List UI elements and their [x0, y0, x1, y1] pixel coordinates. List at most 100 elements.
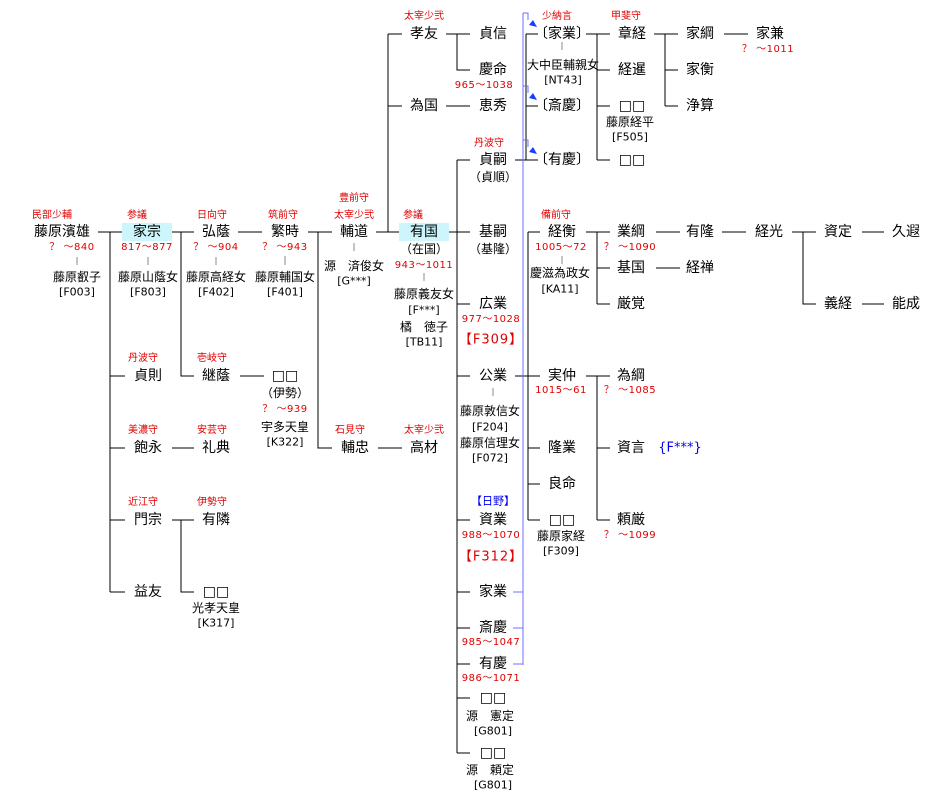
person-takatomo[interactable]: 孝友 — [410, 26, 438, 42]
person-title: 石見守 — [335, 425, 365, 436]
person-unknown[interactable]: □□ — [618, 98, 646, 114]
person-tsugukage[interactable]: 継蔭 — [202, 368, 230, 384]
person-masutomo[interactable]: 益友 — [134, 584, 162, 600]
spouse-code: [G***] — [337, 274, 371, 288]
person-arichika[interactable]: 有隣 — [202, 512, 230, 528]
person-yoshitsune[interactable]: 義経 — [824, 296, 852, 312]
person-ienari[interactable]: 〔家業〕 — [534, 26, 590, 42]
spouse-name: 藤原山蔭女 — [117, 270, 179, 284]
person-josan[interactable]: 浄算 — [686, 98, 714, 114]
person-unknown[interactable]: □□ — [479, 690, 507, 706]
person-keisen[interactable]: 経暹 — [618, 62, 646, 78]
person-unknown[interactable]: □□ — [548, 512, 576, 528]
person-sanenaka[interactable]: 実仲 — [548, 368, 576, 384]
person-ise[interactable]: □□ — [271, 368, 299, 384]
person-alias: （貞順） — [468, 170, 518, 184]
person-dates: 1015～61 — [535, 385, 587, 396]
person-title: 太宰少弐 — [404, 425, 444, 436]
person-dates: ？ ～840 — [49, 242, 95, 253]
person-yoshinari[interactable]: 能成 — [892, 296, 920, 312]
person-dates: ？ ～904 — [193, 242, 239, 253]
person-iekane[interactable]: 家兼 — [756, 26, 784, 42]
spouse-name: 源 憲定 — [465, 709, 515, 723]
person-dates: 1005～72 — [535, 242, 587, 253]
person-saikei-2[interactable]: 斎慶 — [479, 620, 507, 636]
person-kyuka[interactable]: 久遐 — [892, 224, 920, 240]
person-hirokage[interactable]: 弘蔭 — [202, 224, 230, 240]
spouse-code: [F***] — [408, 303, 440, 317]
person-takanari[interactable]: 隆業 — [548, 440, 576, 456]
person-title: 近江守 — [128, 497, 158, 508]
person-kinnari[interactable]: 公業 — [479, 368, 507, 384]
person-sukatada[interactable]: 輔忠 — [341, 440, 369, 456]
person-tamekuni[interactable]: 為国 — [410, 98, 438, 114]
person-sukenari[interactable]: 資業 — [479, 512, 507, 528]
person-unknown[interactable]: □□ — [202, 584, 230, 600]
person-aritaka[interactable]: 有隆 — [686, 224, 714, 240]
person-sukemichi[interactable]: 輔道 — [340, 224, 368, 240]
person-iehira[interactable]: 家衡 — [686, 62, 714, 78]
person-title: 豊前守 — [339, 193, 369, 204]
person-title: 伊勢守 — [197, 497, 227, 508]
person-dates: 988～1070 — [461, 530, 521, 541]
person-dates: ？ ～1085 — [603, 385, 657, 396]
person-arikuni[interactable]: 有国 — [399, 223, 449, 241]
person-genkaku[interactable]: 厳覚 — [617, 296, 645, 312]
person-ienari-2[interactable]: 家業 — [479, 584, 507, 600]
spouse-name: 藤原敦信女 — [459, 404, 521, 418]
person-code: 【F309】 — [458, 332, 524, 348]
person-hamao[interactable]: 藤原濱雄 — [34, 224, 90, 240]
person-raigen[interactable]: 頼厳 — [617, 512, 645, 528]
person-sadanobu[interactable]: 貞信 — [479, 26, 507, 42]
connector — [172, 231, 194, 377]
spouse-code: [F401] — [267, 285, 303, 299]
spouse-code: [G801] — [473, 778, 513, 792]
person-akinaga[interactable]: 飽永 — [134, 440, 162, 456]
cross-reference-arrow — [523, 12, 529, 147]
person-sadatsugu[interactable]: 貞嗣 — [479, 152, 507, 168]
spouse-name: 橘 徳子 — [399, 320, 449, 334]
person-title: 民部少輔 — [32, 210, 72, 221]
person-ukei-2[interactable]: 有慶 — [479, 656, 507, 672]
person-ryomyo[interactable]: 良命 — [548, 476, 576, 492]
person-motokuni[interactable]: 基国 — [617, 260, 645, 276]
person-noritsune[interactable]: 礼典 — [202, 440, 230, 456]
person-tsunehira[interactable]: 経衡 — [548, 224, 576, 240]
spouse-code: [F072] — [472, 451, 508, 465]
spouse-name: 大中臣輔親女 — [526, 58, 600, 72]
person-sukesada[interactable]: 資定 — [824, 224, 852, 240]
person-tsunemitsu[interactable]: 経光 — [755, 224, 783, 240]
connector — [515, 33, 538, 161]
person-takaki[interactable]: 高材 — [410, 440, 438, 456]
person-unknown[interactable]: □□ — [618, 152, 646, 168]
connector — [172, 375, 402, 593]
connector — [586, 33, 610, 161]
person-sadanori[interactable]: 貞則 — [134, 368, 162, 384]
person-dates: 986～1071 — [461, 673, 521, 684]
person-dates: 943～1011 — [394, 260, 454, 271]
person-akitsune[interactable]: 章経 — [618, 26, 646, 42]
person-dates: ？ ～1090 — [603, 242, 657, 253]
spouse-name: 源 済俊女 — [323, 259, 385, 273]
person-mototsugu[interactable]: 基嗣 — [479, 224, 507, 240]
person-keizen[interactable]: 経禅 — [686, 260, 714, 276]
person-sukekoto[interactable]: 資言 — [617, 440, 645, 456]
person-iemune[interactable]: 家宗 — [122, 223, 172, 241]
person-ukei[interactable]: 〔有慶〕 — [534, 152, 590, 168]
person-tametsuna[interactable]: 為綱 — [617, 368, 645, 384]
person-title: 甲斐守 — [611, 11, 641, 22]
person-title: 参議 — [127, 210, 147, 221]
connector — [515, 231, 540, 521]
person-keimyo[interactable]: 慶命 — [479, 62, 507, 78]
person-kadomune[interactable]: 門宗 — [134, 512, 162, 528]
person-keishu[interactable]: 恵秀 — [479, 98, 507, 114]
person-shigetoki[interactable]: 繁時 — [271, 224, 299, 240]
person-unknown[interactable]: □□ — [479, 745, 507, 761]
spouse-code: [F309] — [543, 544, 579, 558]
person-naritsuna[interactable]: 業綱 — [617, 224, 645, 240]
person-saikei[interactable]: 〔斎慶〕 — [534, 98, 590, 114]
person-hironari[interactable]: 広業 — [479, 296, 507, 312]
person-ietsuna[interactable]: 家綱 — [686, 26, 714, 42]
arrow-icon — [529, 20, 537, 27]
